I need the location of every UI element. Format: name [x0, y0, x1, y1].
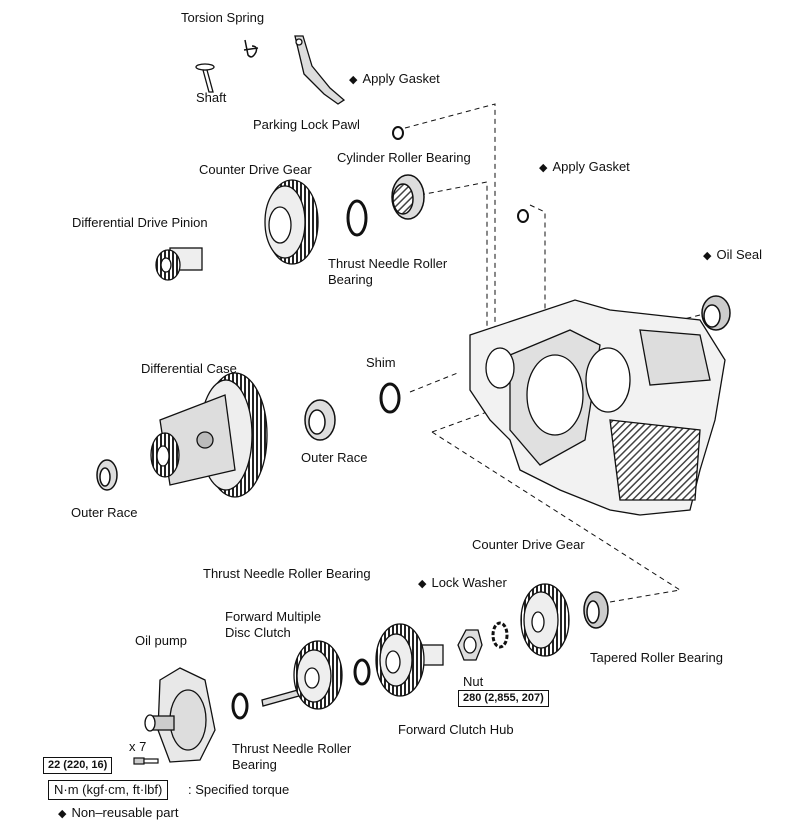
gasket-2-icon — [517, 209, 529, 223]
label-outer-race-left: Outer Race — [71, 505, 138, 520]
label-counter-drive-gear-top: Counter Drive Gear — [199, 162, 312, 177]
label-thrust-needle-roller-mid: Thrust Needle Roller Bearing — [203, 566, 371, 581]
label-thrust-needle-roller-bottom-2: Bearing — [232, 757, 277, 772]
thrust-bearing-top-icon — [346, 199, 368, 237]
differential-case-icon — [150, 372, 268, 498]
nut-icon — [457, 629, 483, 661]
torsion-spring-icon — [243, 39, 259, 58]
label-bolt-count: x 7 — [129, 739, 147, 754]
cylinder-roller-bearing-icon — [391, 174, 425, 220]
label-apply-gasket-1: Apply Gasket — [349, 71, 439, 88]
label-nut: Nut — [463, 674, 484, 689]
torque-bolt-box: 22 (220, 16) — [43, 757, 113, 774]
lock-washer-icon — [491, 621, 509, 649]
thrust-bearing-bottom-icon — [231, 692, 249, 720]
label-outer-race-mid: Outer Race — [301, 450, 368, 465]
outer-race-left-icon — [96, 459, 118, 491]
label-oil-seal: Oil Seal — [703, 247, 762, 264]
label-thrust-needle-roller-bottom-1: Thrust Needle Roller — [232, 741, 352, 756]
oil-seal-icon — [701, 295, 731, 331]
forward-multiple-disc-clutch-icon — [261, 640, 343, 710]
label-oil-pump: Oil pump — [135, 633, 188, 648]
label-apply-gasket-2: Apply Gasket — [539, 159, 629, 176]
shaft-icon — [195, 63, 215, 93]
forward-clutch-hub-icon — [375, 623, 444, 697]
label-forward-clutch-hub: Forward Clutch Hub — [398, 722, 514, 737]
gasket-1-icon — [392, 126, 404, 140]
label-differential-drive-pinion: Differential Drive Pinion — [72, 215, 208, 230]
oil-pump-icon — [144, 667, 216, 763]
label-thrust-needle-roller-top-1: Thrust Needle Roller — [328, 256, 448, 271]
bolt-icon — [133, 757, 159, 765]
counter-drive-gear-bottom-icon — [520, 583, 570, 657]
label-cylinder-roller-bearing: Cylinder Roller Bearing — [337, 150, 471, 165]
outer-race-mid-icon — [304, 399, 336, 441]
label-torsion-spring: Torsion Spring — [181, 10, 265, 25]
label-thrust-needle-roller-top-2: Bearing — [328, 272, 373, 287]
label-lock-washer: Lock Washer — [418, 575, 506, 592]
torque-nut-box: 280 (2,855, 207) — [458, 690, 549, 707]
legend-unit-desc: : Specified torque — [188, 782, 290, 797]
legend-nonreusable: Non–reusable part — [58, 805, 178, 822]
counter-drive-gear-top-icon — [264, 179, 319, 265]
shim-icon — [379, 382, 401, 414]
label-differential-case: Differential Case — [141, 361, 237, 376]
differential-drive-pinion-icon — [155, 247, 203, 281]
label-shim: Shim — [366, 355, 396, 370]
label-tapered-roller-bearing: Tapered Roller Bearing — [590, 650, 723, 665]
label-forward-multiple-1: Forward Multiple — [225, 609, 322, 624]
transaxle-case-icon — [469, 299, 726, 516]
label-shaft: Shaft — [196, 90, 227, 105]
label-forward-multiple-2: Disc Clutch — [225, 625, 291, 640]
tapered-roller-bearing-icon — [583, 591, 609, 629]
thrust-bearing-mid-icon — [353, 658, 371, 686]
label-counter-drive-gear-bottom: Counter Drive Gear — [472, 537, 585, 552]
parking-lock-pawl-icon — [294, 35, 346, 105]
label-parking-lock-pawl: Parking Lock Pawl — [253, 117, 360, 132]
legend-unit-box: N·m (kgf·cm, ft·lbf) — [48, 780, 169, 800]
